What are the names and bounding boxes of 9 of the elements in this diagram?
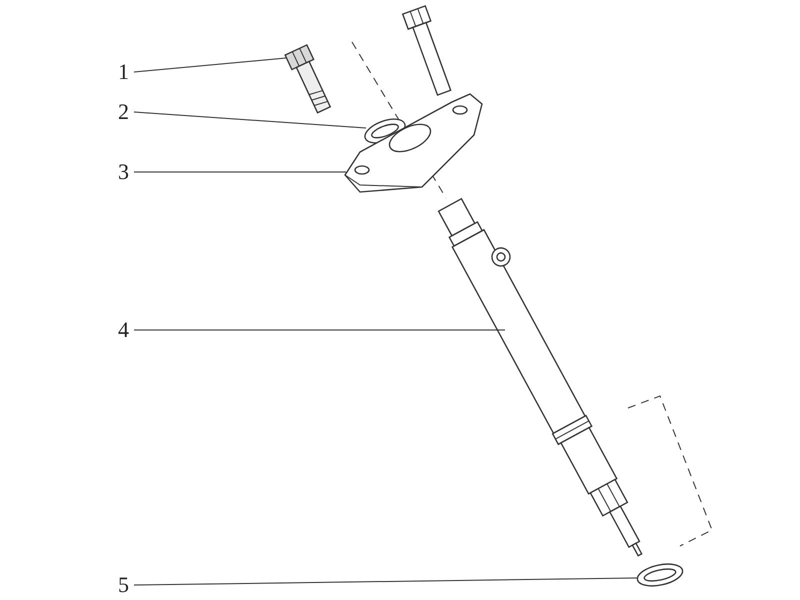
- sealing-washer-drawing: [634, 562, 686, 588]
- leader-line: [134, 112, 366, 128]
- callout-number: 1: [118, 61, 129, 83]
- callout-number: 3: [118, 161, 129, 183]
- callout-number: 5: [118, 574, 129, 596]
- leader-line: [134, 578, 638, 586]
- leader-line: [134, 58, 286, 72]
- callout-number: 4: [118, 319, 129, 341]
- callout-number: 2: [118, 101, 129, 123]
